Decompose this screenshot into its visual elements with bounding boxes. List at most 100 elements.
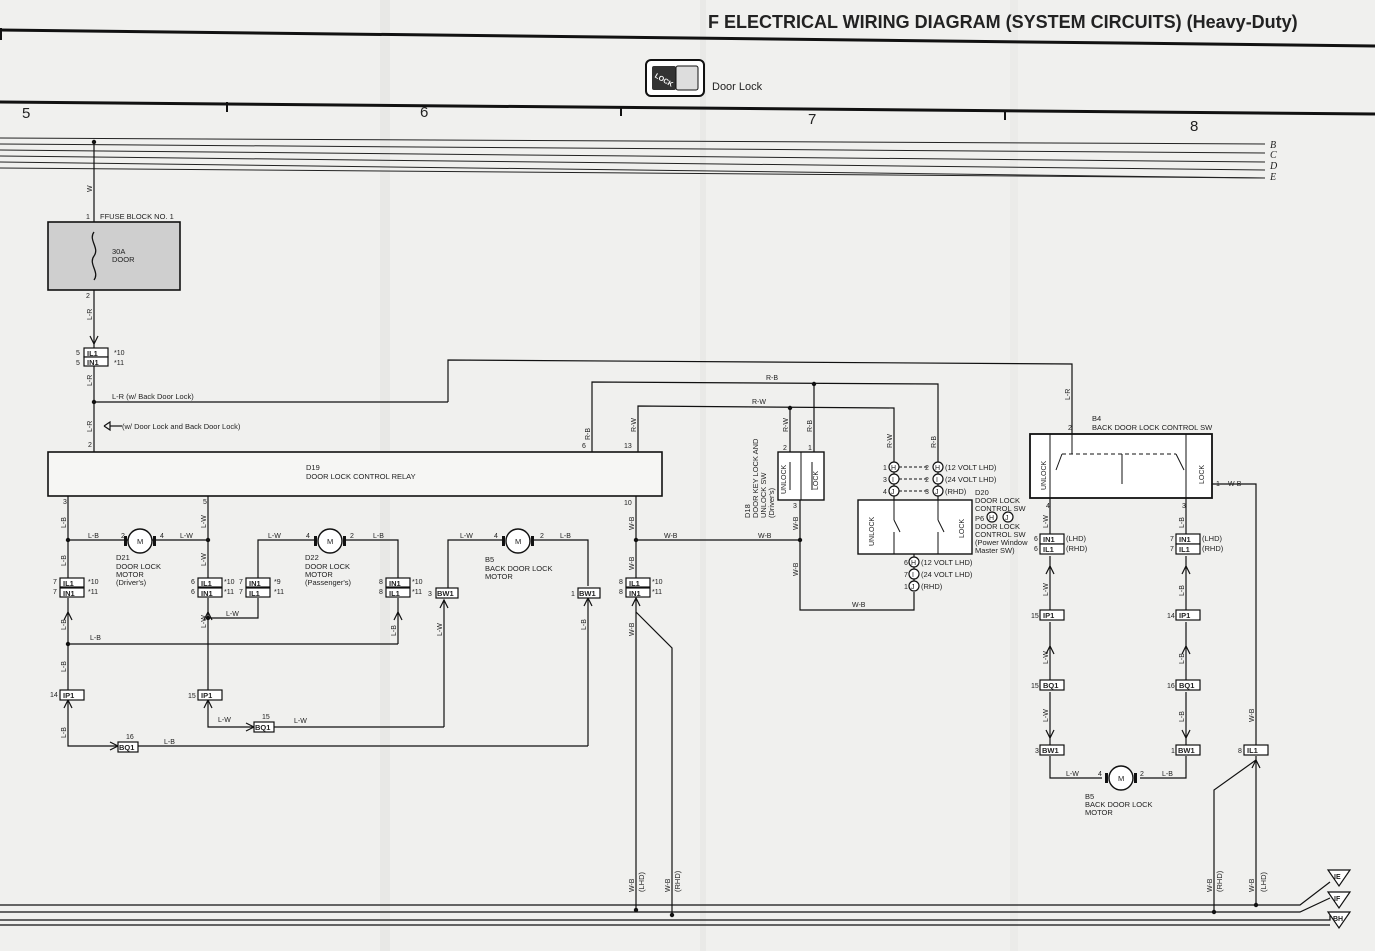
svg-text:IL1: IL1 [201, 579, 212, 588]
svg-text:14: 14 [1167, 613, 1175, 620]
wire-color-labels: L-B L-W L-W L-B L-W L-B L-B L-W L-W L-W … [88, 375, 1242, 778]
svg-text:W-B: W-B [793, 562, 800, 576]
svg-text:1: 1 [904, 584, 908, 591]
svg-text:IL1: IL1 [389, 589, 400, 598]
wire-color-labels-vertical: W L-R L-R L-R L-B L-B L-B L-B L-B L-W L-… [61, 185, 1256, 892]
svg-text:IN1: IN1 [1179, 535, 1191, 544]
svg-text:W-B: W-B [758, 533, 772, 540]
svg-text:L-R: L-R [87, 375, 94, 386]
svg-text:L-R: L-R [87, 421, 94, 432]
svg-text:1: 1 [86, 214, 90, 221]
svg-text:IP1: IP1 [201, 691, 212, 700]
svg-text:IP1: IP1 [63, 691, 74, 700]
svg-text:8: 8 [619, 579, 623, 586]
svg-text:5: 5 [76, 350, 80, 357]
svg-text:IN1: IN1 [63, 589, 75, 598]
svg-text:*11: *11 [412, 589, 422, 596]
fuse-rating: 30A [112, 247, 125, 256]
svg-text:LOCK: LOCK [813, 471, 820, 490]
svg-text:J: J [1005, 515, 1009, 522]
svg-text:L-W: L-W [294, 718, 307, 725]
svg-text:BW1: BW1 [1178, 746, 1195, 755]
svg-text:MOTOR: MOTOR [1085, 808, 1113, 817]
switch-d18 [777, 451, 825, 501]
svg-text:4: 4 [1046, 503, 1050, 510]
motor-d22-id: D22 [305, 553, 319, 562]
svg-text:6: 6 [582, 443, 586, 450]
svg-text:H: H [989, 515, 994, 522]
svg-text:6: 6 [191, 579, 195, 586]
svg-text:3: 3 [793, 503, 797, 510]
svg-text:5: 5 [203, 499, 207, 506]
svg-text:2: 2 [1068, 425, 1072, 432]
svg-text:DOOR LOCK: DOOR LOCK [975, 496, 1020, 505]
svg-text:7: 7 [53, 579, 57, 586]
bus-d: D [1269, 161, 1278, 172]
svg-text:IL1: IL1 [1179, 545, 1190, 554]
relay-id: D19 [306, 463, 320, 472]
svg-text:L-W: L-W [1043, 583, 1050, 596]
svg-text:7: 7 [1170, 536, 1174, 543]
svg-text:IN1: IN1 [201, 589, 213, 598]
svg-text:8: 8 [1238, 748, 1242, 755]
svg-text:BW1: BW1 [579, 589, 596, 598]
svg-text:(LHD): (LHD) [1066, 534, 1087, 543]
svg-text:IL1: IL1 [1247, 746, 1258, 755]
svg-text:*11: *11 [88, 589, 98, 596]
svg-text:3: 3 [63, 499, 67, 506]
svg-text:L-B: L-B [164, 739, 175, 746]
svg-text:MOTOR: MOTOR [485, 572, 513, 581]
svg-text:L-B: L-B [88, 533, 99, 540]
svg-text:W-B: W-B [1249, 708, 1256, 722]
bus-e: E [1269, 172, 1276, 183]
svg-text:3: 3 [1035, 748, 1039, 755]
svg-text:L-W: L-W [1043, 651, 1050, 664]
svg-text:W-B: W-B [665, 878, 672, 892]
svg-text:MOTOR: MOTOR [305, 570, 333, 579]
svg-text:4: 4 [160, 533, 164, 540]
svg-text:L-W: L-W [201, 615, 208, 628]
system-label: Door Lock [712, 81, 763, 93]
svg-text:W-B: W-B [629, 556, 636, 570]
switch-b4 [1029, 433, 1213, 499]
svg-text:W-B: W-B [629, 516, 636, 530]
svg-text:3: 3 [1182, 503, 1186, 510]
svg-text:BQ1: BQ1 [1043, 681, 1058, 690]
ground-ie: IE [1334, 874, 1341, 881]
svg-text:L-W: L-W [460, 533, 473, 540]
svg-text:(Passenger's): (Passenger's) [305, 578, 352, 587]
svg-text:IL1: IL1 [249, 589, 260, 598]
svg-text:IL1: IL1 [87, 349, 98, 358]
svg-text:L-B: L-B [391, 625, 398, 636]
svg-text:L-B: L-B [1162, 771, 1173, 778]
svg-text:IN1: IN1 [629, 589, 641, 598]
svg-text:16: 16 [1167, 683, 1175, 690]
svg-text:W-B: W-B [629, 878, 636, 892]
svg-text:D20: D20 [975, 488, 989, 497]
svg-text:(Driver's): (Driver's) [767, 487, 776, 518]
bus-b: B [1270, 140, 1276, 151]
svg-text:W-B: W-B [1207, 878, 1214, 892]
svg-text:CONTROL SW: CONTROL SW [975, 530, 1026, 539]
svg-text:(RHD): (RHD) [1202, 544, 1224, 553]
svg-text:2: 2 [350, 533, 354, 540]
svg-text:6: 6 [904, 560, 908, 567]
svg-text:L-B: L-B [373, 533, 384, 540]
motor-d21-id: D21 [116, 553, 130, 562]
svg-text:*11: *11 [224, 589, 234, 596]
wire-paths [0, 142, 1331, 926]
svg-text:L-W: L-W [226, 611, 239, 618]
svg-text:BQ1: BQ1 [255, 723, 270, 732]
svg-text:DOOR KEY LOCK AND: DOOR KEY LOCK AND [751, 438, 760, 518]
ground-terminals: IE IF BH [1326, 869, 1352, 930]
svg-text:J: J [911, 584, 915, 591]
svg-text:W-B: W-B [664, 533, 678, 540]
svg-text:IL1: IL1 [1043, 545, 1054, 554]
svg-text:(RHD): (RHD) [1215, 870, 1224, 892]
svg-text:J: J [935, 489, 939, 496]
svg-text:UNLOCK: UNLOCK [869, 516, 876, 546]
svg-text:1: 1 [883, 465, 887, 472]
svg-text:3: 3 [883, 477, 887, 484]
